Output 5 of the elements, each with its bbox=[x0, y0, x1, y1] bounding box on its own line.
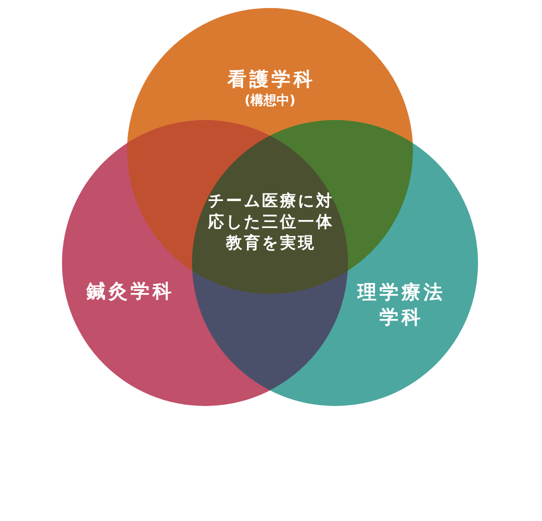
circle-title: 理学療法学科 bbox=[356, 280, 446, 330]
circle-title: 看護学科 bbox=[226, 68, 316, 92]
center-label: チーム医療に対応した三位一体教育を実現 bbox=[206, 190, 335, 254]
circle-note: (構想中) bbox=[244, 94, 296, 110]
circle-title: 鍼灸学科 bbox=[85, 280, 174, 304]
